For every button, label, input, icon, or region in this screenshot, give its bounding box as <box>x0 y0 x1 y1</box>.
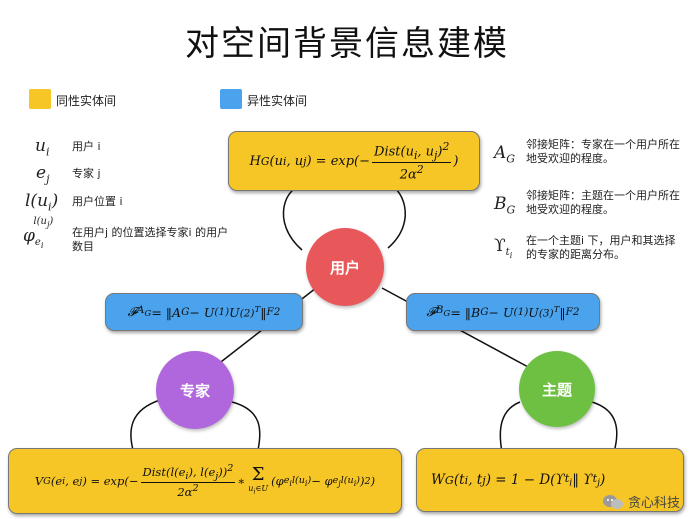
notation-symbol-bg: BG <box>494 194 516 217</box>
watermark-text: 贪心科技 <box>627 496 680 511</box>
notation-symbol-expert: ej <box>36 163 50 186</box>
legend-label-same: 同性实体间 <box>56 94 117 108</box>
notation-desc-user: 用户 i <box>72 140 101 153</box>
notation-desc-expert: 专家 j <box>72 167 101 180</box>
topic-self-loop-right <box>591 401 618 453</box>
watermark: 贪心科技 <box>602 492 680 511</box>
notation-desc-bg: 邻接矩阵：主题在一个用户所在地受欢迎的程度。 <box>526 189 680 216</box>
legend-label-different: 异性实体间 <box>247 94 308 108</box>
notation-desc-phi: 在用户j 的位置选择专家i 的用户数目 <box>72 226 229 253</box>
user-self-loop-right <box>387 184 407 249</box>
user-node: 用户 <box>306 228 384 306</box>
notation-symbol-user: ui <box>35 136 50 159</box>
user-self-loop <box>282 184 306 251</box>
notation-desc-ag: 邻接矩阵：专家在一个用户所在地受欢迎的程度。 <box>526 138 680 165</box>
expert-self-loop-right <box>231 401 261 451</box>
notation-symbol-upsilon: ϒti <box>494 236 513 261</box>
notation-symbol-ag: AG <box>494 143 516 166</box>
topic-node: 主题 <box>519 351 595 427</box>
wechat-icon <box>602 494 624 510</box>
expert-node: 专家 <box>156 351 234 429</box>
topic-self-loop-left <box>499 401 521 453</box>
expert-self-loop-left <box>130 399 161 451</box>
notation-symbol-user-location: l(ui) <box>25 191 59 214</box>
legend-swatch-same <box>29 89 51 109</box>
notation-desc-user-location: 用户位置 i <box>72 195 123 208</box>
page-title: 对空间背景信息建模 <box>185 24 509 64</box>
legend-swatch-different <box>220 89 242 109</box>
notation-symbol-phi: φeil(uj) <box>23 216 54 251</box>
notation-desc-upsilon: 在一个主题i 下，用户和其选择的专家的距离分布。 <box>526 234 676 261</box>
